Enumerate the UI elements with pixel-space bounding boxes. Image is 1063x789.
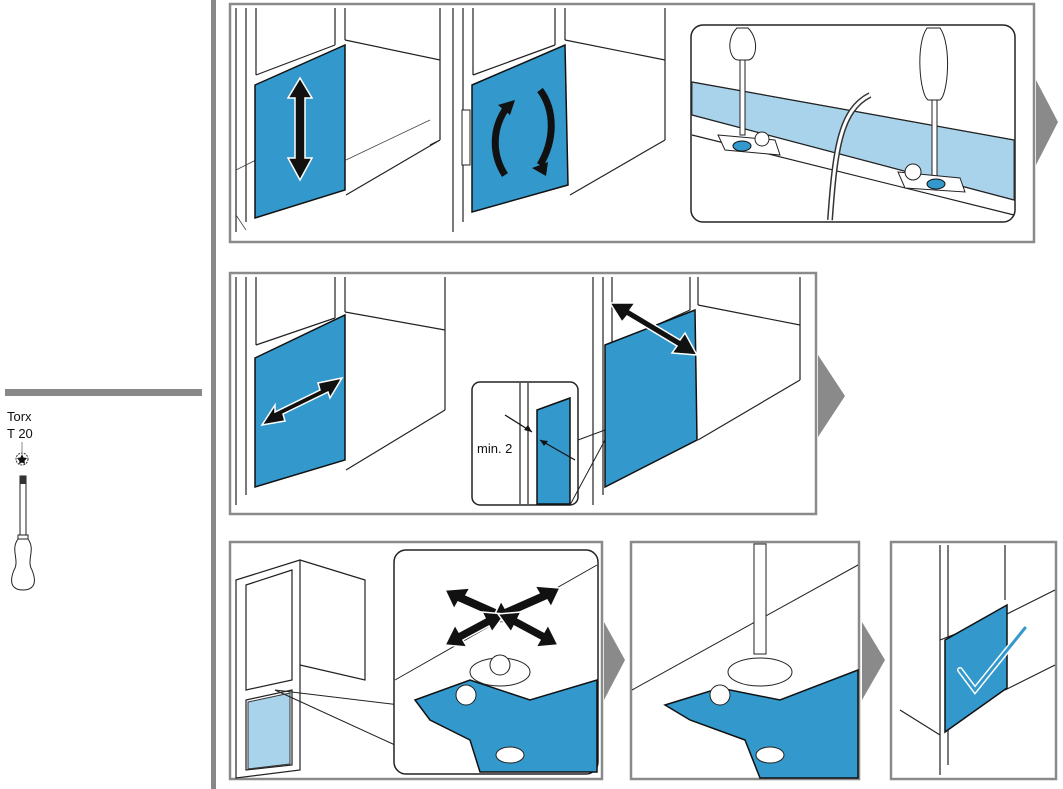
arrow-in-out-icon <box>608 302 699 356</box>
tighten-screw-detail <box>631 543 859 779</box>
arrow-rotate-icon <box>498 100 515 115</box>
section-divider <box>5 389 202 396</box>
step-row-1 <box>228 2 1058 244</box>
vertical-divider <box>211 0 216 789</box>
screw-detail-inset <box>690 24 1016 223</box>
tool-size-label: T 20 <box>7 426 33 441</box>
cabinet-open-door <box>235 559 401 779</box>
step-row-2: min. 2 <box>228 271 845 516</box>
tool-section: Torx T 20 <box>5 389 202 591</box>
arrow-up-down-icon <box>286 76 314 182</box>
door-panel <box>604 308 698 489</box>
next-step-chevron <box>818 355 845 437</box>
cabinet-adjust-vertical <box>235 8 441 232</box>
next-step-chevron <box>862 622 885 700</box>
gap-detail-inset: min. 2 <box>471 381 606 506</box>
next-step-chevron <box>1036 80 1058 165</box>
step-row-3 <box>228 540 1058 781</box>
cabinet-adjust-horizontal <box>235 277 446 505</box>
arrow-left-right-icon <box>260 376 344 427</box>
door-panel <box>944 603 1008 734</box>
cabinet-finished <box>899 545 1056 775</box>
screwdriver-icon <box>11 475 35 591</box>
torx-bit-icon <box>15 452 29 466</box>
tool-type-label: Torx <box>7 409 32 424</box>
hinge-adjust-inset <box>393 549 599 775</box>
next-step-chevron <box>604 622 625 700</box>
cabinet-adjust-tilt <box>452 8 666 232</box>
cabinet-adjust-depth <box>592 277 801 505</box>
min-gap-label: min. 2 <box>477 441 512 456</box>
